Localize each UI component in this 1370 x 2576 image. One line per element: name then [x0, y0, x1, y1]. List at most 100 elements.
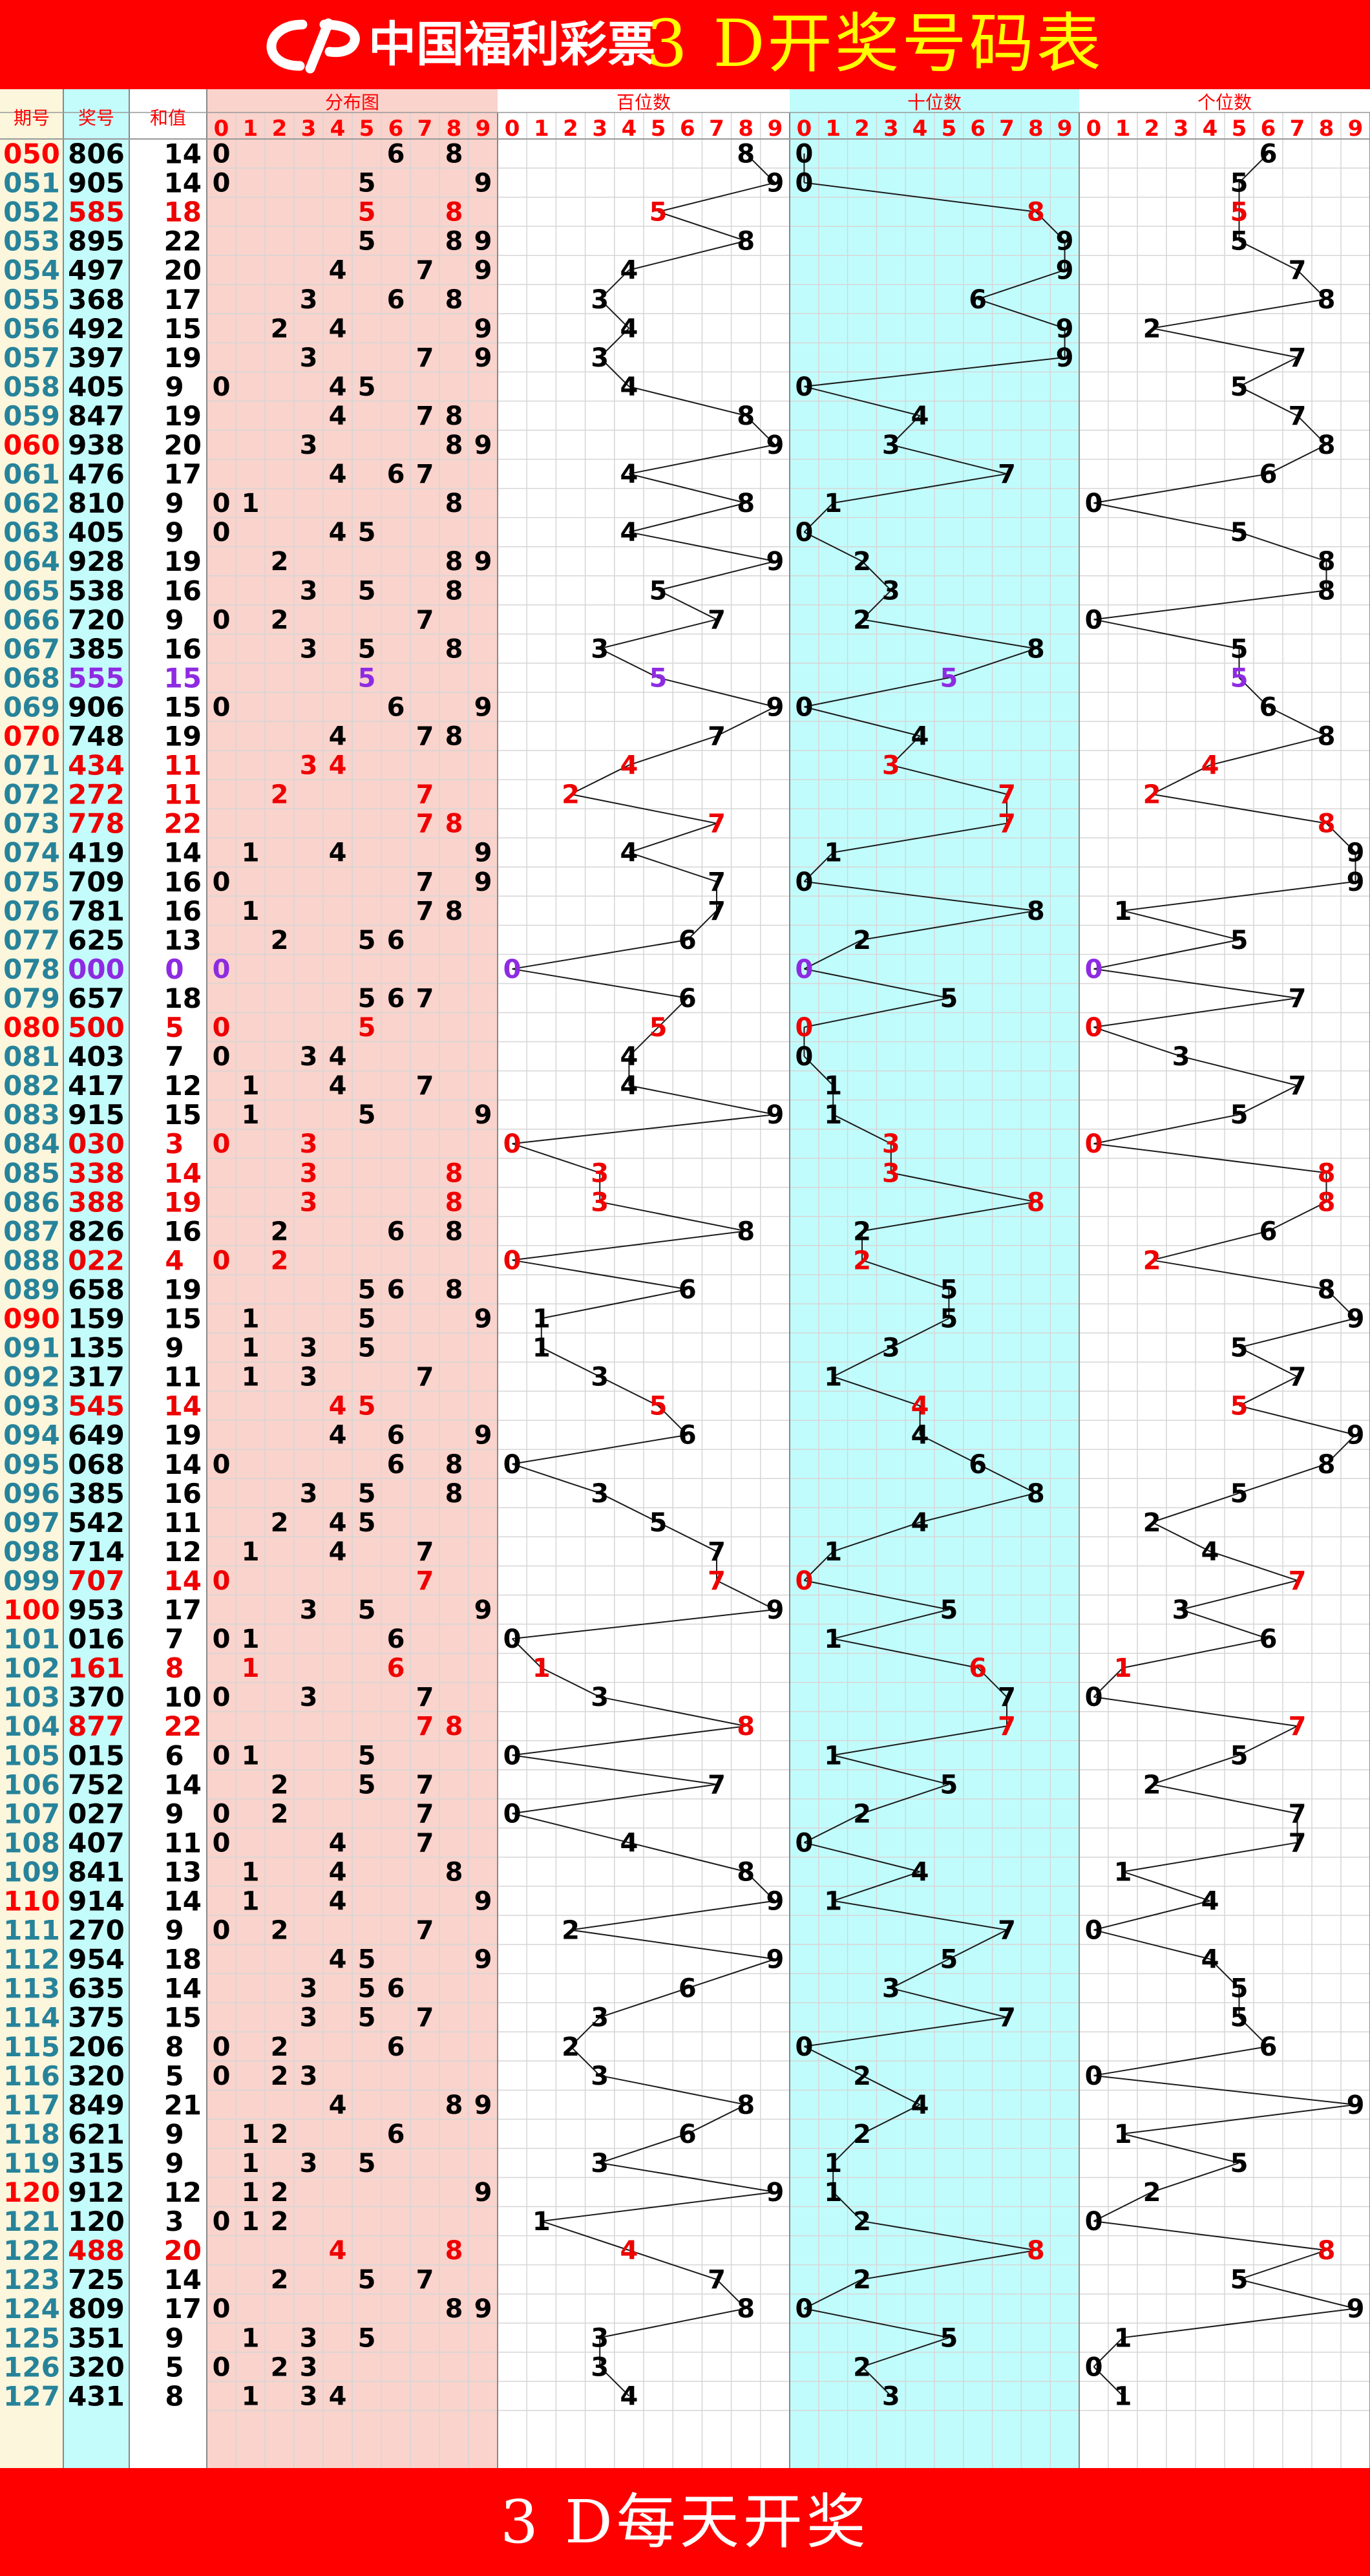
hundreds-trend-segment: [599, 2366, 630, 2397]
number-cell: 555: [68, 662, 125, 694]
number-cell: 538: [68, 575, 125, 606]
page-title: 3 D开奖号码表: [646, 6, 1104, 81]
number-cell: 849: [68, 2089, 125, 2121]
hundreds-digit: 4: [620, 1042, 638, 1072]
tens-trend-segment: [890, 1172, 1036, 1203]
tens-digit: 3: [882, 1974, 900, 2004]
period-cell: 056: [3, 313, 60, 345]
number-cell: 585: [68, 197, 125, 228]
units-trend-segment: [1093, 1667, 1124, 1698]
units-digit: 8: [1318, 1187, 1336, 1217]
sum-cell: 20: [164, 429, 202, 461]
sum-cell: 19: [164, 342, 202, 374]
tens-digit: 1: [824, 1887, 842, 1917]
hundreds-digit-label: 9: [768, 116, 783, 142]
tens-digit: 4: [911, 401, 929, 431]
units-trend-segment: [1239, 531, 1327, 562]
units-trend-segment: [1093, 1027, 1181, 1058]
distribution-digit: 3: [300, 285, 318, 315]
distribution-digit: 6: [387, 1624, 405, 1654]
period-cell: 054: [3, 255, 60, 286]
tens-digit: 5: [940, 984, 958, 1014]
units-trend-segment: [1296, 415, 1327, 445]
tens-trend-segment: [861, 590, 892, 621]
sum-cell: 14: [164, 1449, 202, 1480]
hundreds-digit: 4: [620, 1071, 638, 1101]
distribution-digit: 0: [213, 605, 231, 635]
distribution-digit: 3: [300, 2352, 318, 2382]
units-trend-segment: [1093, 1900, 1210, 1931]
period-cell: 089: [3, 1273, 60, 1305]
sum-cell: 16: [164, 575, 202, 606]
distribution-digit: 3: [300, 2381, 318, 2411]
distribution-digit: 1: [242, 1071, 260, 1101]
distribution-digit: 0: [213, 372, 231, 402]
period-cell: 079: [3, 983, 60, 1014]
tens-header: 十位数: [907, 92, 962, 113]
distribution-digit: 9: [474, 868, 492, 897]
units-trend-segment: [1093, 2337, 1124, 2368]
units-trend-segment: [1122, 2103, 1356, 2134]
distribution-digit: 8: [445, 2236, 463, 2266]
number-cell: 806: [68, 138, 125, 170]
sum-cell: 11: [164, 779, 202, 811]
hundreds-trend-segment: [716, 706, 775, 737]
distribution-digit: 3: [300, 634, 318, 664]
units-digit: 8: [1318, 285, 1336, 315]
number-cell: 397: [68, 342, 125, 374]
distribution-digit: 6: [387, 926, 405, 955]
period-cell: 087: [3, 1215, 60, 1247]
tens-digit: 4: [911, 1392, 929, 1421]
hundreds-trend-segment: [629, 385, 746, 416]
tens-trend-segment: [977, 1667, 1007, 1698]
sum-cell: 20: [164, 2235, 202, 2266]
hundreds-digit: 9: [766, 1595, 784, 1625]
units-digit-label: 0: [1086, 116, 1102, 142]
units-digit: 5: [1230, 372, 1249, 402]
hundreds-trend-segment: [629, 822, 717, 853]
hundreds-digit: 7: [708, 605, 726, 635]
hundreds-digit: 7: [708, 1537, 726, 1567]
tens-trend-segment: [804, 880, 1036, 911]
hundreds-trend-segment: [716, 1580, 775, 1610]
tens-digit: 0: [795, 140, 813, 169]
hundreds-digit: 3: [591, 1158, 609, 1188]
units-trend-segment: [1238, 2017, 1269, 2047]
number-cell: 658: [68, 1273, 125, 1305]
number-cell: 488: [68, 2235, 125, 2266]
units-trend-segment: [1239, 2250, 1327, 2281]
sum-cell: 12: [164, 1070, 202, 1102]
units-trend-segment: [1093, 2045, 1269, 2076]
distribution-digit: 5: [358, 663, 376, 693]
distribution-digit: 3: [300, 1683, 318, 1712]
tens-trend-segment: [804, 385, 920, 416]
sum-cell: 16: [164, 895, 202, 927]
distribution-digit: 3: [300, 2149, 318, 2178]
sum-header: 和值: [150, 107, 186, 129]
tens-digit: 2: [853, 1217, 871, 1246]
distribution-digit: 2: [271, 314, 289, 344]
distribution-digit: 4: [329, 401, 347, 431]
hundreds-trend-segment: [599, 357, 630, 387]
period-cell: 100: [3, 1594, 60, 1626]
hundreds-digit: 5: [649, 576, 668, 606]
hundreds-digit: 6: [679, 1275, 697, 1304]
hundreds-digit: 5: [649, 1392, 668, 1421]
hundreds-digit: 8: [737, 140, 755, 169]
hundreds-digit: 7: [708, 722, 726, 752]
hundreds-digit: 6: [679, 1974, 697, 2004]
distribution-digit: 1: [242, 2381, 260, 2411]
number-cell: 545: [68, 1390, 125, 1422]
distribution-digit: 6: [387, 1654, 405, 1683]
tens-digit: 2: [853, 2061, 871, 2091]
